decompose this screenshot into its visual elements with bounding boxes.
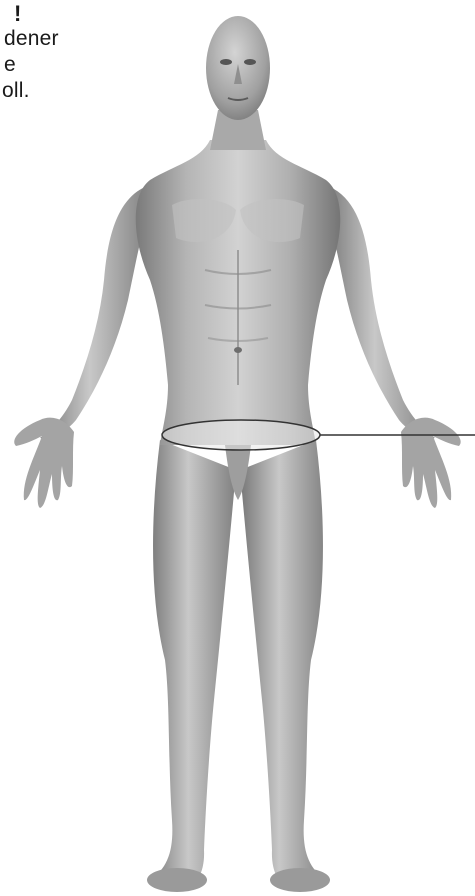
hip-region-highlight <box>162 420 320 450</box>
